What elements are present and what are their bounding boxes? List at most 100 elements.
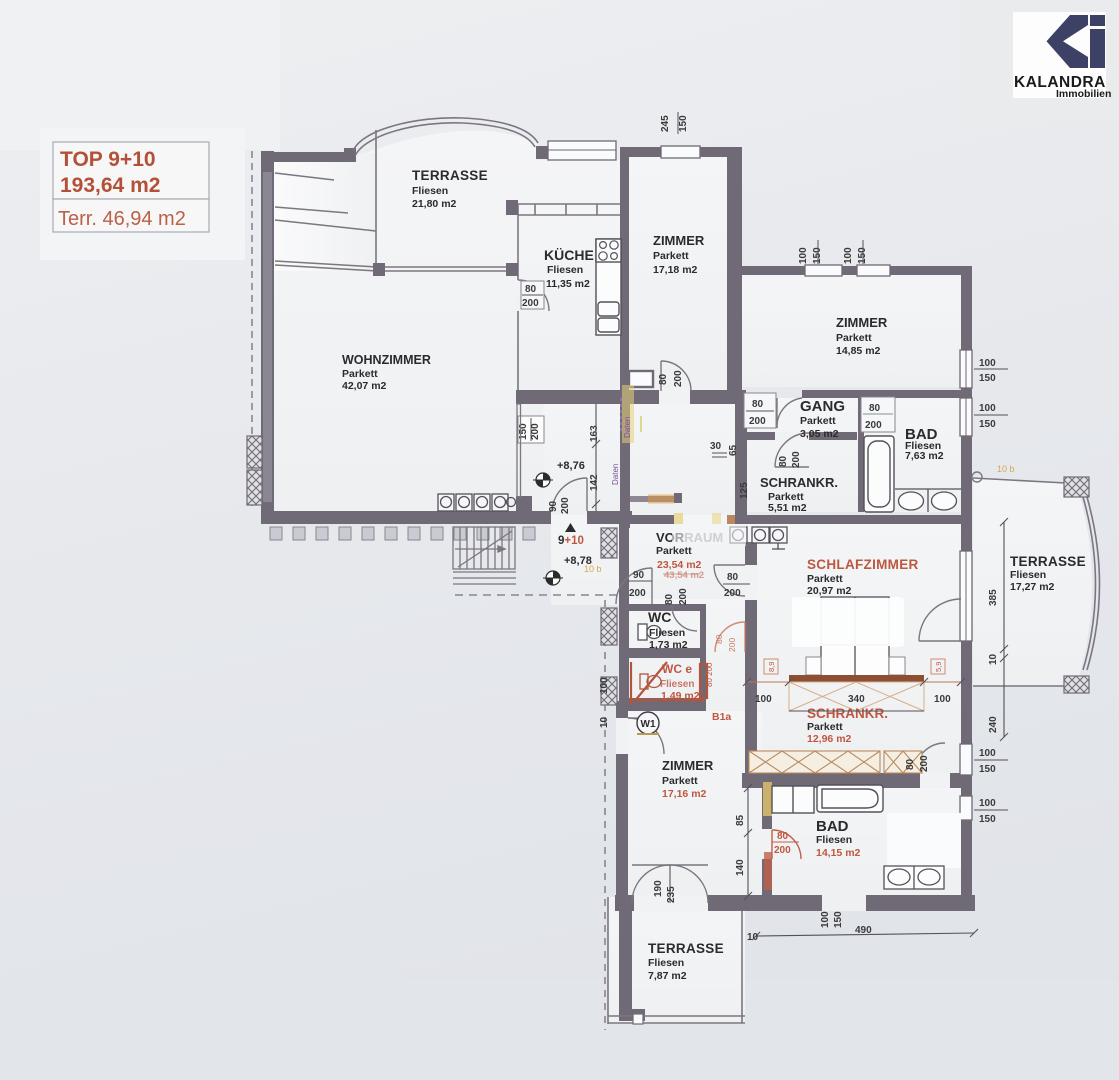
svg-text:80: 80 [777,831,789,842]
svg-text:90: 90 [633,570,645,581]
svg-text:Parkett: Parkett [807,721,843,733]
svg-text:Fliesen: Fliesen [660,679,694,690]
svg-text:80: 80 [727,572,739,583]
svg-text:Fliesen: Fliesen [412,185,448,197]
svg-text:140: 140 [735,859,746,876]
svg-text:B1a: B1a [712,711,731,723]
svg-text:Fliesen: Fliesen [1010,569,1046,581]
svg-text:Daten: Daten [623,417,632,438]
svg-text:9+10: 9+10 [558,535,584,547]
svg-text:11,35 m2: 11,35 m2 [546,278,590,290]
svg-text:200: 200 [865,420,882,431]
svg-text:BAD: BAD [816,818,849,835]
svg-text:200: 200 [560,497,571,514]
svg-text:Parkett: Parkett [653,250,689,262]
svg-text:8,9: 8,9 [767,662,776,672]
svg-text:20,97 m2: 20,97 m2 [807,585,852,597]
svg-text:12,96 m2: 12,96 m2 [807,733,852,745]
svg-text:5,9: 5,9 [934,662,943,672]
svg-text:TERRASSE: TERRASSE [648,941,724,956]
svg-text:Terr. 46,94 m2: Terr. 46,94 m2 [58,208,186,230]
svg-text:100: 100 [843,247,854,264]
svg-text:150: 150 [979,373,996,384]
svg-text:150: 150 [678,115,689,132]
svg-text:SCHRANKR.: SCHRANKR. [807,706,888,721]
svg-text:Parkett: Parkett [800,415,836,427]
svg-text:Fliesen: Fliesen [905,440,941,452]
svg-text:7,87 m2: 7,87 m2 [648,970,687,982]
svg-text:10 b: 10 b [584,564,602,574]
svg-text:7,63 m2: 7,63 m2 [905,450,944,462]
svg-text:Fliesen: Fliesen [547,264,583,276]
svg-text:125: 125 [739,482,750,499]
svg-text:WC: WC [648,609,671,625]
svg-text:+8,76: +8,76 [557,460,585,472]
svg-text:1,73 m2: 1,73 m2 [649,639,688,651]
svg-text:10: 10 [988,653,999,665]
svg-text:100: 100 [979,798,996,809]
svg-text:200: 200 [522,298,539,309]
svg-text:80: 80 [778,455,789,467]
svg-text:Immobilien: Immobilien [1056,88,1111,100]
svg-text:142: 142 [589,474,600,491]
svg-text:GANG: GANG [800,398,845,415]
svg-text:ZIMMER: ZIMMER [653,233,705,248]
svg-text:10: 10 [599,716,610,728]
svg-text:Parkett: Parkett [807,573,843,585]
svg-text:80: 80 [658,373,669,385]
svg-text:100: 100 [798,247,809,264]
svg-text:KÜCHE: KÜCHE [544,247,594,263]
svg-text:14,15 m2: 14,15 m2 [816,847,861,859]
svg-text:200: 200 [774,845,791,856]
svg-text:200: 200 [678,588,689,605]
svg-text:ZIMMER: ZIMMER [662,758,714,773]
svg-text:+8,78: +8,78 [564,555,592,567]
svg-text:80: 80 [714,634,724,644]
svg-text:80: 80 [752,399,764,410]
svg-text:100: 100 [599,677,610,694]
svg-text:Parkett: Parkett [768,491,804,503]
svg-text:WC e: WC e [662,662,692,676]
svg-text:235: 235 [666,886,677,903]
svg-text:5,51 m2: 5,51 m2 [768,502,807,514]
svg-text:Fliesen: Fliesen [649,627,685,639]
svg-text:100: 100 [979,403,996,414]
svg-text:100: 100 [755,694,772,705]
svg-text:490: 490 [855,925,872,936]
svg-text:KALANDRA: KALANDRA [1014,74,1106,91]
svg-text:10: 10 [747,932,759,943]
svg-text:150: 150 [518,423,529,440]
svg-text:200: 200 [530,423,541,440]
svg-text:385: 385 [988,589,999,606]
svg-text:80 200: 80 200 [705,662,714,687]
svg-text:200: 200 [749,416,766,427]
svg-text:Parkett: Parkett [656,545,692,557]
svg-text:100: 100 [820,911,831,928]
svg-text:200: 200 [673,370,684,387]
svg-text:TERRASSE: TERRASSE [1010,554,1086,569]
svg-text:150: 150 [979,814,996,825]
svg-text:80: 80 [905,758,916,770]
svg-text:23,54 m2: 23,54 m2 [657,559,702,571]
svg-text:Parkett: Parkett [836,332,872,344]
svg-text:80: 80 [869,403,881,414]
svg-text:193,64 m2: 193,64 m2 [60,174,160,197]
svg-text:TERRASSE: TERRASSE [412,168,488,183]
svg-text:Fliesen: Fliesen [648,957,684,969]
svg-text:80: 80 [525,284,537,295]
svg-text:3,05 m2: 3,05 m2 [800,428,839,440]
svg-text:190: 190 [653,880,664,897]
svg-text:90: 90 [548,500,559,512]
svg-text:163: 163 [589,425,600,442]
svg-text:245: 245 [660,115,671,132]
svg-text:SCHLAFZIMMER: SCHLAFZIMMER [807,557,919,572]
svg-text:240: 240 [988,716,999,733]
svg-text:17,16 m2: 17,16 m2 [662,788,707,800]
svg-text:10 b: 10 b [997,464,1015,474]
svg-text:17,18 m2: 17,18 m2 [653,264,698,276]
svg-text:Daten: Daten [611,464,620,485]
svg-text:200: 200 [727,638,737,652]
svg-text:100: 100 [934,694,951,705]
svg-text:WOHNZIMMER: WOHNZIMMER [342,353,431,367]
svg-text:W1: W1 [641,719,656,730]
